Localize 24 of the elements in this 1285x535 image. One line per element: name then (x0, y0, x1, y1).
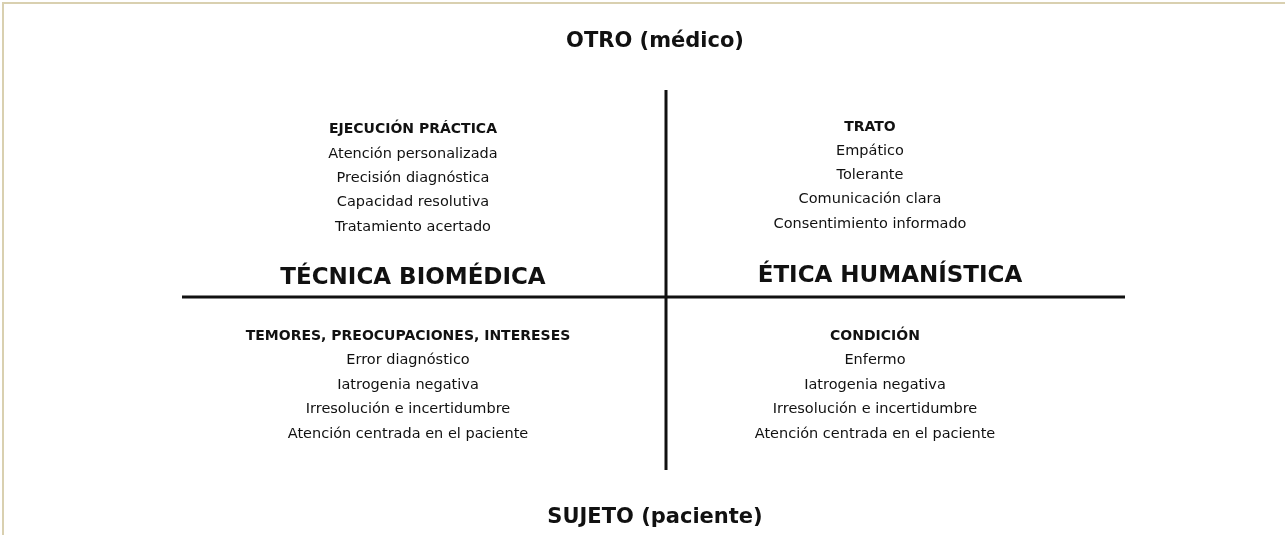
axis-end-label: OTRO (médico) (566, 27, 744, 53)
quadrant-item: Error diagnóstico (346, 350, 470, 368)
axis-label: TÉCNICA BIOMÉDICA (280, 262, 546, 290)
quadrant-heading: EJECUCIÓN PRÁCTICA (329, 119, 497, 137)
quadrant-item: Atención centrada en el paciente (287, 424, 529, 442)
quadrant-heading: TEMORES, PREOCUPACIONES, INTERESES (245, 326, 571, 344)
quadrant-item: Empático (836, 141, 904, 159)
axis-end-label: SUJETO (paciente) (547, 503, 763, 529)
quadrant-item: Irresolución e incertidumbre (305, 399, 511, 417)
quadrant-item: Irresolución e incertidumbre (772, 399, 978, 417)
quadrant-item: Consentimiento informado (773, 214, 967, 232)
quadrant-item: Tratamiento acertado (335, 217, 491, 235)
quadrant-item: Atención centrada en el paciente (754, 424, 996, 442)
quadrant-item: Iatrogenia negativa (337, 375, 479, 393)
quadrant-item: Capacidad resolutiva (336, 192, 490, 210)
quadrant-item: Enfermo (844, 350, 906, 368)
axis-label: ÉTICA HUMANÍSTICA (757, 260, 1023, 288)
quadrant-heading: TRATO (844, 117, 896, 135)
quadrant-item: Precisión diagnóstica (336, 168, 490, 186)
quadrant-item: Comunicación clara (798, 189, 942, 207)
quadrant-item: Iatrogenia negativa (804, 375, 946, 393)
quadrant-heading: CONDICIÓN (830, 326, 920, 344)
quadrant-item: Atención personalizada (328, 144, 498, 162)
quadrant-item: Tolerante (836, 165, 904, 183)
